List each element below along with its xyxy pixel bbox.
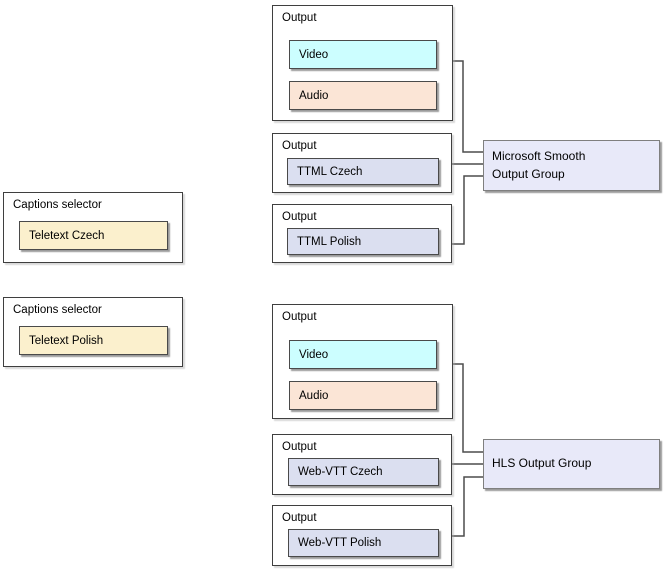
smooth-audio-label: Audio (299, 89, 329, 102)
captions-selector-polish-box: Captions selector Teletext Polish (3, 297, 183, 367)
smooth-output-group-label: Microsoft Smooth Output Group (492, 149, 586, 181)
teletext-polish-box: Teletext Polish (19, 326, 168, 355)
connector-hls-av (453, 363, 483, 453)
smooth-audio-box: Audio (289, 81, 437, 110)
connector-hls-webvtt-polish (452, 476, 483, 537)
ttml-polish-box: TTML Polish (287, 228, 439, 255)
hls-webvtt-polish-output-label: Output (282, 512, 317, 524)
webvtt-czech-box: Web-VTT Czech (288, 458, 439, 486)
teletext-polish-label: Teletext Polish (29, 334, 104, 347)
smooth-av-output-label: Output (282, 12, 317, 24)
connector-smooth-av (453, 60, 483, 153)
connector-smooth-ttml-polish (452, 175, 483, 245)
smooth-output-group-box: Microsoft Smooth Output Group (483, 140, 660, 191)
webvtt-polish-box: Web-VTT Polish (288, 529, 439, 557)
smooth-ttml-czech-output-label: Output (282, 140, 317, 152)
hls-webvtt-polish-output-box: Output Web-VTT Polish (272, 505, 452, 566)
hls-audio-label: Audio (299, 389, 329, 402)
smooth-video-box: Video (289, 40, 437, 69)
teletext-czech-label: Teletext Czech (29, 229, 105, 242)
captions-selector-polish-label: Captions selector (13, 304, 102, 316)
smooth-video-label: Video (299, 48, 329, 61)
captions-selector-czech-label: Captions selector (13, 199, 102, 211)
webvtt-polish-label: Web-VTT Polish (298, 537, 382, 549)
ttml-czech-box: TTML Czech (287, 158, 439, 185)
hls-av-output-label: Output (282, 311, 317, 323)
hls-webvtt-czech-output-label: Output (282, 441, 317, 453)
hls-av-output-box: Output Video Audio (272, 304, 453, 419)
hls-audio-box: Audio (289, 381, 437, 410)
smooth-ttml-czech-output-box: Output TTML Czech (272, 133, 452, 193)
ttml-czech-label: TTML Czech (297, 165, 363, 178)
hls-output-group-box: HLS Output Group (483, 439, 660, 489)
hls-output-group-label: HLS Output Group (492, 456, 592, 471)
ttml-polish-label: TTML Polish (297, 235, 362, 248)
teletext-czech-box: Teletext Czech (19, 221, 168, 250)
smooth-ttml-polish-output-label: Output (282, 211, 317, 223)
smooth-av-output-box: Output Video Audio (272, 5, 453, 121)
smooth-ttml-polish-output-box: Output TTML Polish (272, 204, 452, 263)
hls-video-label: Video (299, 348, 329, 361)
hls-video-box: Video (289, 340, 437, 369)
hls-webvtt-czech-output-box: Output Web-VTT Czech (272, 434, 452, 495)
captions-selector-czech-box: Captions selector Teletext Czech (3, 192, 183, 263)
webvtt-czech-label: Web-VTT Czech (298, 466, 383, 478)
